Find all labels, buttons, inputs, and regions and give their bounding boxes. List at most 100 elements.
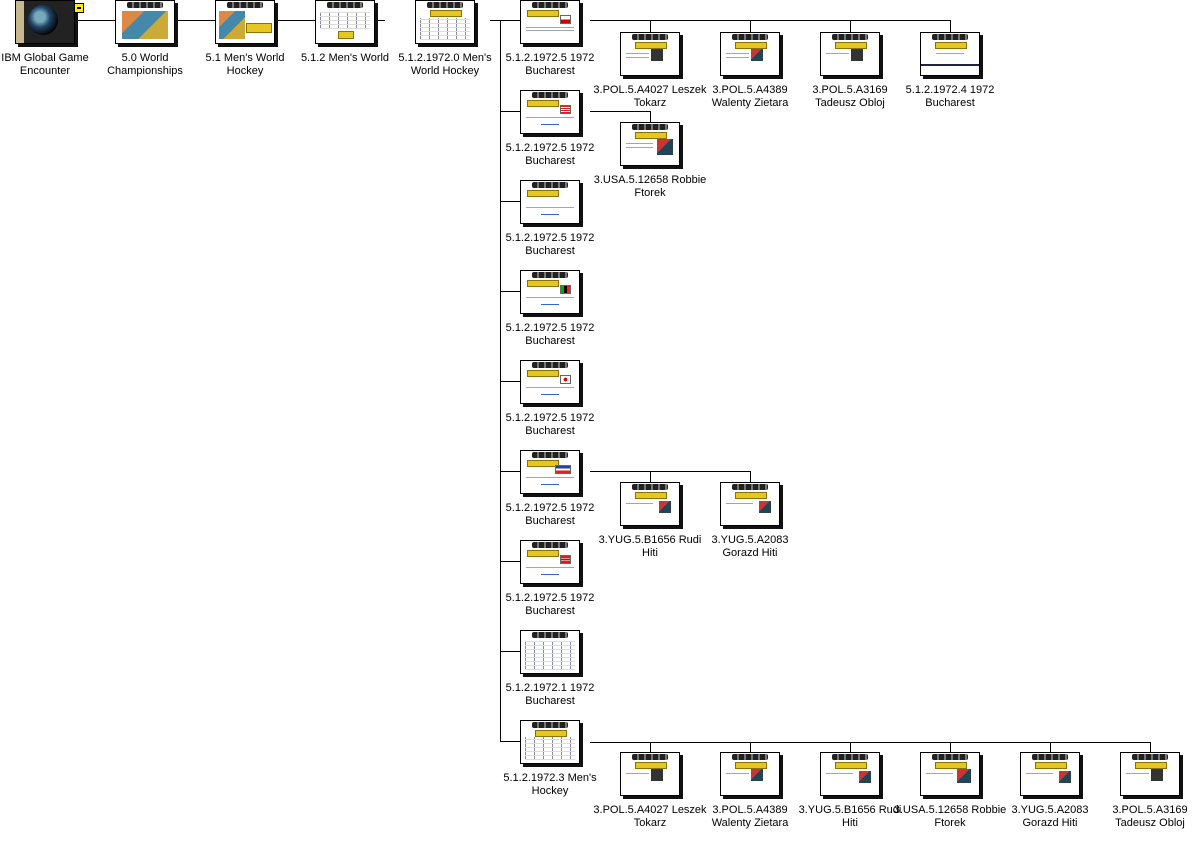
thumbnail-text-line — [1026, 773, 1053, 774]
node-label: 3.POL.5.A4027 Leszek Tokarz — [593, 84, 707, 109]
node-label: 3.USA.5.12658 Robbie Ftorek — [593, 174, 707, 199]
thumbnail-text-line — [726, 53, 749, 54]
tree-node-child[interactable]: 5.1.2.1972.3 Men's Hockey — [500, 720, 600, 810]
tree-node-child[interactable]: 5.1.2.1972.5 1972 Bucharest — [500, 450, 600, 540]
olympic-logo-icon — [327, 2, 363, 8]
connector — [500, 291, 520, 292]
tree-node-player[interactable]: 3.USA.5.12658 Robbie Ftorek — [594, 122, 706, 212]
connector — [590, 20, 950, 21]
node-label: 5.1.2.1972.1 1972 Bucharest — [505, 682, 595, 707]
node-label: 3.POL.5.A4027 Leszek Tokarz — [593, 804, 707, 829]
node-label: 5.1.2.1972.5 1972 Bucharest — [505, 232, 595, 257]
page-thumbnail — [415, 0, 475, 44]
tree-node-player[interactable]: 3.USA.5.12658 Robbie Ftorek — [894, 752, 1006, 842]
tree-node-path[interactable]: 5.1 Men's World Hockey — [195, 0, 295, 90]
olympic-logo-icon — [127, 2, 163, 8]
node-label: 5.1.2.1972.0 Men's World Hockey — [398, 52, 492, 77]
node-label: 3.POL.5.A4389 Walenty Zietara — [711, 84, 789, 109]
page-thumbnail — [520, 90, 580, 134]
thumbnail-text-line — [626, 773, 649, 774]
thumbnail-text-line — [626, 503, 653, 504]
connector — [500, 381, 520, 382]
connector — [590, 111, 650, 112]
tree-node-path[interactable]: 5.1.2.1972.0 Men's World Hockey — [395, 0, 495, 90]
page-thumbnail — [720, 482, 780, 526]
thumbnail-text-line — [526, 387, 574, 388]
olympic-logo-icon — [832, 34, 868, 40]
thumbnail-banner — [527, 550, 559, 557]
connector — [750, 471, 751, 482]
tree-node-player[interactable]: 3.POL.5.A4389 Walenty Zietara — [700, 32, 800, 122]
page-thumbnail — [820, 32, 880, 76]
node-label: 5.1.2.1972.3 Men's Hockey — [503, 772, 597, 797]
tree-node-child[interactable]: 5.1.2.1972.1 1972 Bucharest — [500, 630, 600, 720]
thumbnail-table — [420, 18, 470, 40]
page-thumbnail — [620, 482, 680, 526]
thumbnail-text-line — [926, 773, 953, 774]
connector — [500, 471, 520, 472]
tree-node-child[interactable]: 5.1.2.1972.5 1972 Bucharest — [500, 90, 600, 180]
page-thumbnail — [1020, 752, 1080, 796]
thumbnail-text-line — [526, 477, 574, 478]
page-thumbnail — [520, 540, 580, 584]
tree-node-root[interactable]: IBM Global Game Encounter — [0, 0, 95, 90]
node-label: 3.YUG.5.A2083 Gorazd Hiti — [1011, 804, 1089, 829]
thumbnail-text-line — [541, 394, 559, 395]
thumbnail-text-line — [726, 57, 749, 58]
thumbnail-sidebar — [16, 1, 24, 43]
thumbnail-rule — [921, 64, 979, 66]
thumbnail-banner — [735, 492, 767, 499]
tree-node-player[interactable]: 3.POL.5.A4027 Leszek Tokarz — [593, 32, 707, 122]
thumbnail-banner — [935, 762, 967, 769]
olympic-logo-icon — [1032, 754, 1068, 760]
node-label: 5.1.2.1972.5 1972 Bucharest — [505, 502, 595, 527]
tree-node-path[interactable]: 5.0 World Championships — [95, 0, 195, 90]
olympic-logo-icon — [532, 182, 568, 188]
tree-node-child[interactable]: 5.1.2.1972.5 1972 Bucharest — [500, 270, 600, 360]
tree-node-player[interactable]: 3.POL.5.A3169 Tadeusz Obloj — [800, 32, 900, 122]
tree-node-child[interactable]: 5.1.2.1972.5 1972 Bucharest — [500, 180, 600, 270]
olympic-logo-icon — [532, 452, 568, 458]
tree-node-player[interactable]: 3.POL.5.A4389 Walenty Zietara — [700, 752, 800, 842]
thumbnail-banner — [635, 42, 667, 49]
thumbnail-text-line — [726, 503, 753, 504]
connector — [950, 742, 951, 752]
tree-node-player[interactable]: 3.YUG.5.A2083 Gorazd Hiti — [700, 482, 800, 572]
connector — [650, 111, 651, 122]
olympic-logo-icon — [532, 92, 568, 98]
thumbnail-banner — [246, 23, 272, 33]
tree-node-player[interactable]: 3.YUG.5.B1656 Rudi Hiti — [599, 482, 701, 572]
tree-node-child[interactable]: 5.1.2.1972.5 1972 Bucharest — [500, 0, 600, 90]
page-thumbnail — [720, 32, 780, 76]
player-photo — [851, 49, 863, 61]
thumbnail-banner — [527, 280, 559, 287]
olympic-logo-icon — [532, 272, 568, 278]
thumbnail-banner — [527, 370, 559, 377]
tree-node-child[interactable]: 5.1.2.1972.5 1972 Bucharest — [500, 360, 600, 450]
tree-node-player[interactable]: 3.POL.5.A4027 Leszek Tokarz — [593, 752, 707, 842]
node-label: 5.1.2.1972.5 1972 Bucharest — [505, 142, 595, 167]
olympic-logo-icon — [532, 722, 568, 728]
tree-node-child[interactable]: 5.1.2.1972.4 1972 Bucharest — [900, 32, 1000, 122]
page-thumbnail — [620, 122, 680, 166]
connector — [850, 20, 851, 32]
connector — [750, 20, 751, 32]
thumbnail-text-line — [526, 27, 574, 28]
thumbnail-text-line — [1126, 773, 1149, 774]
tree-node-player[interactable]: 3.POL.5.A3169 Tadeusz Obloj — [1100, 752, 1200, 842]
olympic-logo-icon — [532, 362, 568, 368]
node-label: 3.POL.5.A4389 Walenty Zietara — [711, 804, 789, 829]
page-thumbnail — [720, 752, 780, 796]
connector — [500, 201, 520, 202]
thumbnail-text-line — [526, 567, 574, 568]
tree-node-path[interactable]: 5.1.2 Men's World — [295, 0, 395, 90]
tree-node-player[interactable]: 3.YUG.5.A2083 Gorazd Hiti — [1000, 752, 1100, 842]
flag-icon — [560, 375, 571, 384]
thumbnail-banner — [635, 762, 667, 769]
connector — [950, 20, 951, 32]
page-thumbnail — [820, 752, 880, 796]
tree-node-player[interactable]: 3.YUG.5.B1656 Rudi Hiti — [799, 752, 901, 842]
collapse-toggle-button[interactable] — [74, 3, 84, 13]
olympic-logo-icon — [532, 632, 568, 638]
tree-node-child[interactable]: 5.1.2.1972.5 1972 Bucharest — [500, 540, 600, 630]
